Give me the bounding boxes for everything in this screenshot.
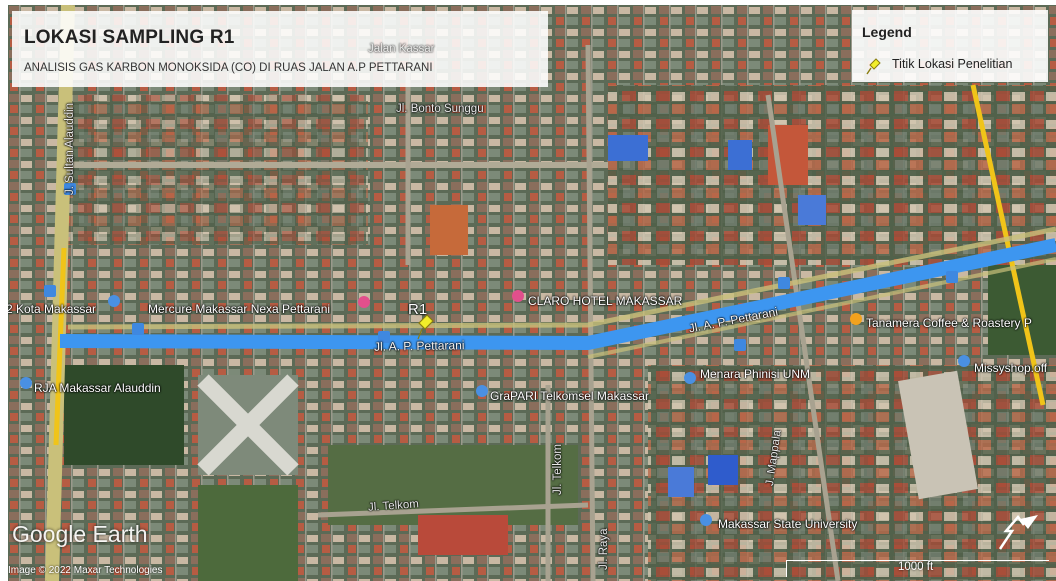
blue-roof-5 xyxy=(798,195,826,225)
bus-stop-3 xyxy=(132,323,144,335)
road-grid-ns-1 xyxy=(585,44,596,581)
map-title: LOKASI SAMPLING R1 xyxy=(24,27,235,48)
poi-pins xyxy=(20,295,970,526)
hotel-pin-claro xyxy=(512,290,524,302)
label-menara-phinisi: Menara Phinisi UNM xyxy=(700,367,811,381)
label-grapari: GraPARI Telkomsel Makassar xyxy=(490,389,649,403)
bus-stop-5 xyxy=(778,277,790,289)
bus-stop-2 xyxy=(44,285,56,297)
map-view[interactable]: LOKASI SAMPLING R1 ANALISIS GAS KARBON M… xyxy=(8,5,1056,581)
blue-roof-3 xyxy=(708,455,738,485)
green-field-left xyxy=(64,365,184,465)
poi-pin-2 xyxy=(20,377,32,389)
poi-pin-3 xyxy=(476,385,488,397)
north-arrow-icon[interactable] xyxy=(992,511,1042,555)
bus-stop-7 xyxy=(734,339,746,351)
road-east-cross xyxy=(970,84,1046,406)
satellite-map xyxy=(8,5,1056,581)
legend-item-label: Titik Lokasi Penelitian xyxy=(892,57,1013,71)
blue-roof-1 xyxy=(608,135,648,161)
bus-stop-icons xyxy=(44,183,958,351)
label-kota-makassar: 2 Kota Makassar xyxy=(8,302,97,316)
label-tanamera-coffee: Tanamera Coffee & Roastery P xyxy=(866,316,1032,330)
cafe-pin-tanamera xyxy=(850,313,862,325)
bus-stop-1 xyxy=(64,183,76,195)
poi-pin-1 xyxy=(108,295,120,307)
label-sultan-alauddin: J. Sultan Alauddin xyxy=(64,102,76,195)
label-mercure-hotel: Mercure Makassar Nexa Pettarani xyxy=(148,302,331,316)
road-grid-ns-2 xyxy=(765,94,841,581)
label-top-blur: Jalan Kassar xyxy=(368,43,435,55)
legend-box: Legend Titik Lokasi Penelitian xyxy=(852,10,1048,82)
imagery-credit: Image © 2022 Maxar Technologies xyxy=(8,565,163,576)
orange-roof-1 xyxy=(430,205,468,255)
bus-stop-4 xyxy=(378,331,390,343)
scale-bar-label: 1000 ft xyxy=(898,561,934,573)
white-tower xyxy=(898,370,978,500)
hotel-pin-mercure xyxy=(358,296,370,308)
label-ap-pettarani-main: Jl. A. P. Pettarani xyxy=(373,338,465,354)
label-raya: Jl. Raya xyxy=(598,528,610,570)
map-subtitle: ANALISIS GAS KARBON MONOKSIDA (CO) DI RU… xyxy=(24,62,433,74)
label-bonto-sunggu: Jl. Bonto Sunggu xyxy=(396,103,484,115)
scale-bar xyxy=(786,560,1049,577)
pushpin-r1 xyxy=(417,314,434,340)
road-ap-pettarani-service-south xyxy=(587,257,1056,359)
blue-roof-4 xyxy=(668,467,694,497)
legend-title: Legend xyxy=(862,24,912,40)
district-ne xyxy=(608,85,1056,265)
label-rja-makassar: RJA Makassar Alauddin xyxy=(34,381,161,395)
map-title-box: LOKASI SAMPLING R1 ANALISIS GAS KARBON M… xyxy=(12,11,548,87)
x-building-wings xyxy=(197,374,299,476)
label-missyshop: Missyshop.off xyxy=(974,361,1048,375)
district-nw xyxy=(68,95,368,245)
yellow-pushpin-icon xyxy=(866,58,881,75)
road-ap-pettarani-sampling xyxy=(59,238,1056,350)
bus-stop-6 xyxy=(946,271,958,283)
green-field-bottom xyxy=(198,485,298,581)
label-makassar-state-university: Makassar State University xyxy=(718,517,858,531)
label-claro-hotel: CLARO HOTEL MAKASSAR xyxy=(528,294,683,308)
poi-pin-6 xyxy=(700,514,712,526)
poi-pin-4 xyxy=(684,372,696,384)
poi-pin-5 xyxy=(958,355,970,367)
road-ap-pettarani-service xyxy=(67,226,1056,330)
road-grid-ew-1 xyxy=(317,502,589,518)
red-roof-bottom xyxy=(418,515,508,555)
google-earth-logo: Google Earth xyxy=(12,521,148,547)
blue-roof-2 xyxy=(728,140,752,170)
marker-label-r1: R1 xyxy=(408,301,428,318)
label-telkom-vertical: Jl. Telkom xyxy=(552,444,564,495)
